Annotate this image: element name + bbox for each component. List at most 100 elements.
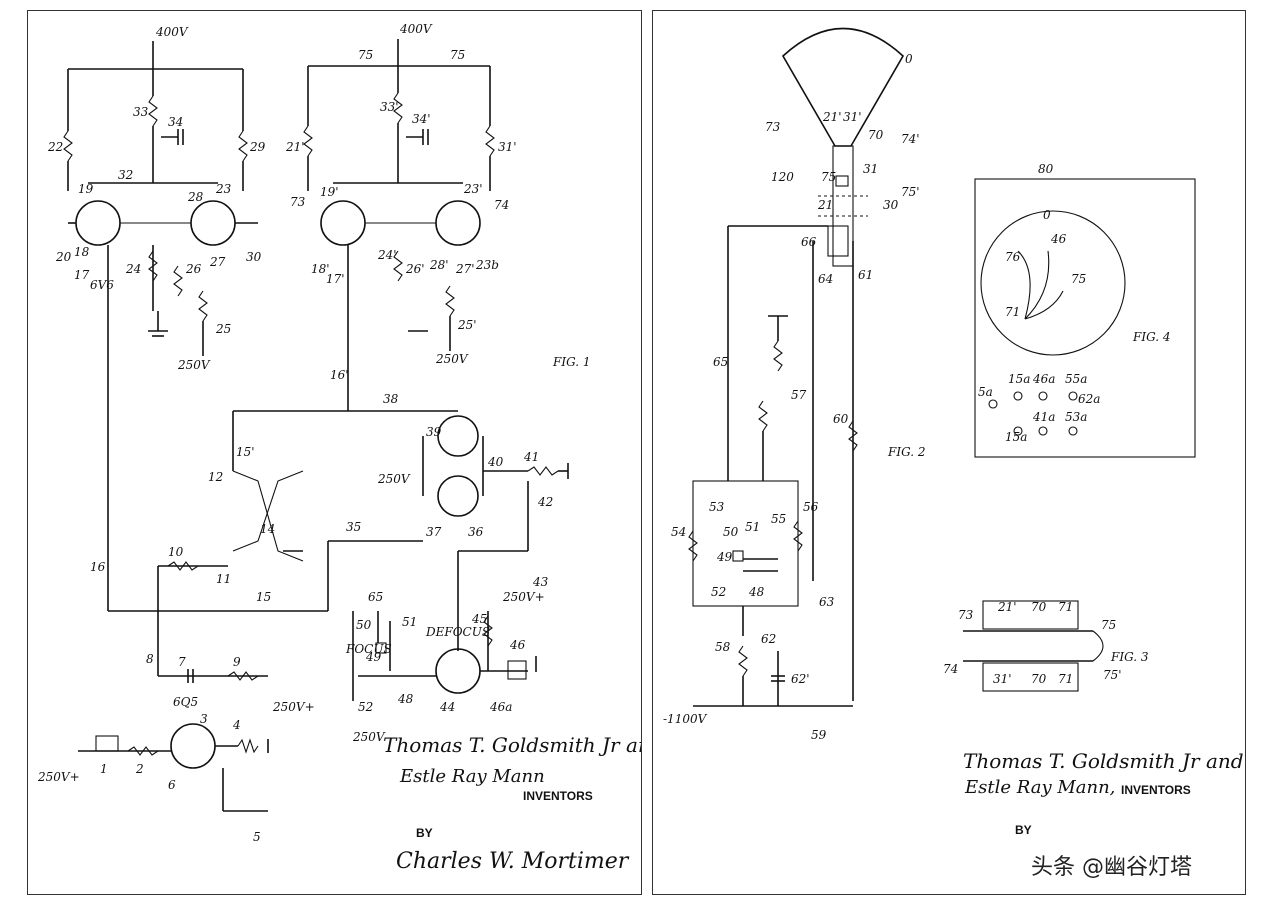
focus-box — [692, 480, 799, 607]
ref-label: 23 — [215, 182, 232, 196]
ref-label: 2 — [135, 762, 144, 776]
ref-label: 74 — [943, 662, 958, 676]
ref-label: 25' — [457, 318, 477, 332]
ref-label: 41a — [1032, 410, 1055, 424]
ref-label: 22 — [47, 140, 63, 154]
crt-bulb — [781, 27, 905, 147]
ref-label: 49 — [716, 550, 733, 564]
ref-label: 46 — [509, 638, 526, 652]
ref-label: 4 — [232, 718, 241, 732]
tube-17p — [320, 200, 366, 246]
ref-label: 51 — [745, 520, 760, 534]
ref-label: 26' — [405, 262, 425, 276]
ref-label: 30 — [246, 250, 262, 264]
resistor-26 — [173, 265, 183, 297]
ref-label: 53 — [709, 500, 725, 514]
ref-label: 29 — [249, 140, 266, 154]
ref-label: 26 — [185, 262, 202, 276]
ref-label: 23' — [463, 182, 483, 196]
resistor-2 — [127, 746, 159, 756]
ref-label: 59 — [811, 728, 827, 742]
ref-label: 21' — [997, 600, 1017, 614]
pot-46 — [507, 660, 527, 680]
voltage-label: -1100V — [663, 712, 708, 726]
ref-label: 18' — [311, 262, 330, 276]
voltage-label: 250V+ — [272, 700, 315, 714]
ref-label: 52 — [358, 700, 373, 714]
ref-label: 19' — [320, 185, 339, 199]
ref-label: 55a — [1065, 372, 1087, 386]
voltage-label: 250V — [352, 730, 386, 744]
ref-label: 15' — [236, 445, 255, 459]
ref-label: 40 — [487, 455, 504, 469]
resistor-21p — [303, 125, 313, 157]
resistor-33 — [148, 95, 158, 127]
ref-label: 73 — [290, 195, 306, 209]
ref-label: 71 — [1058, 672, 1073, 686]
attorney-signature: Charles W. Mortimer — [396, 849, 629, 874]
ref-label: 76 — [1005, 250, 1021, 264]
ref-label: 20 — [55, 250, 72, 264]
knob-15a-b — [1013, 426, 1023, 436]
resistor-54 — [688, 530, 698, 562]
ref-label: 62' — [791, 672, 810, 686]
ref-label: 48 — [397, 692, 414, 706]
tube-27 — [190, 200, 236, 246]
knob-5a — [988, 399, 998, 409]
ref-label: 65 — [713, 355, 728, 369]
ref-label: 46a — [489, 700, 512, 714]
ref-label: 18 — [74, 245, 90, 259]
resistor-56 — [793, 520, 803, 552]
inventor-name: Thomas T. Goldsmith Jr and — [963, 749, 1244, 773]
ref-label: 56 — [803, 500, 819, 514]
figure-label: FIG. 2 — [887, 445, 926, 459]
ref-label: 70 — [1031, 600, 1047, 614]
ref-label: 7 — [178, 655, 186, 669]
resistor-25p — [445, 285, 455, 317]
coil-section-bottom — [982, 662, 1079, 692]
fig2-4-schematic: 0 73 74' 21' 31' 70 120 75' 31 75 21 30 … — [663, 27, 1196, 742]
by-label: BY — [416, 826, 433, 840]
ref-label: 75 — [358, 48, 373, 62]
ref-label: 41 — [523, 450, 539, 464]
defocus-label: DEFOCUS — [425, 625, 490, 639]
ref-label: 75' — [1103, 668, 1122, 682]
ref-label: 38 — [383, 392, 399, 406]
ref-label: 400V — [155, 25, 189, 39]
ref-label: 15 — [256, 590, 271, 604]
ref-label: 32 — [118, 168, 133, 182]
coil-64 — [827, 225, 849, 257]
ref-label: 400V — [399, 22, 433, 36]
ref-label: 28' — [429, 258, 449, 272]
terminal-49 — [732, 550, 744, 562]
ref-label: 36 — [468, 525, 484, 539]
ref-label: 5 — [253, 830, 261, 844]
crt-neck — [832, 145, 854, 267]
ref-label: 52 — [711, 585, 726, 599]
resistor-10 — [167, 561, 199, 571]
resistor-25 — [198, 290, 208, 322]
ref-label: 33' — [380, 100, 399, 114]
ref-label: 19 — [78, 182, 94, 196]
ref-label: 75 — [1101, 618, 1116, 632]
ref-label: 33 — [133, 105, 149, 119]
figure-label: FIG. 4 — [1132, 330, 1171, 344]
ref-label: 46 — [1050, 232, 1067, 246]
ref-label: 51 — [402, 615, 417, 629]
bridge-12 — [232, 470, 304, 562]
knob-46a — [1038, 391, 1048, 401]
ref-label: 63 — [819, 595, 835, 609]
ref-label: 75 — [821, 170, 836, 184]
neck-end — [1092, 630, 1104, 662]
resistor-24p — [393, 250, 403, 282]
ref-label: 9 — [233, 655, 241, 669]
tube-37 — [437, 475, 479, 517]
inventors-caption: INVENTORS — [523, 789, 593, 803]
inventor-name: Thomas T. Goldsmith Jr and — [383, 733, 642, 757]
tube-17 — [75, 200, 121, 246]
figure-label: FIG. 3 — [1110, 650, 1149, 664]
ref-label: 62a — [1078, 392, 1100, 406]
ref-label: 58 — [715, 640, 731, 654]
voltage-label: 250V — [177, 358, 211, 372]
ref-label: 74' — [901, 132, 920, 146]
